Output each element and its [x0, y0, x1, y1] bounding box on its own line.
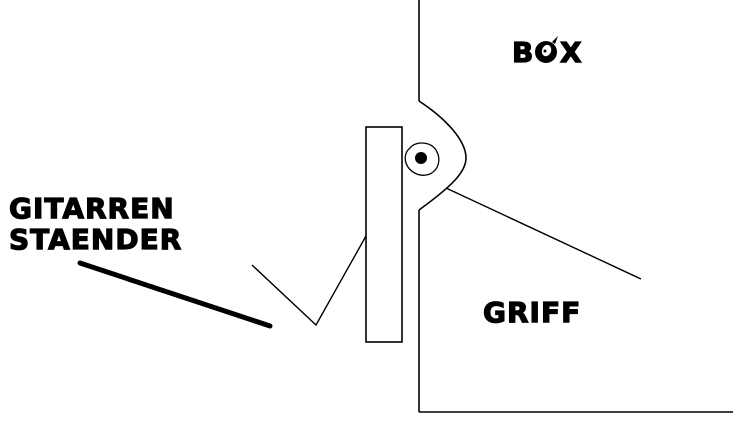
handle-knob — [404, 142, 440, 176]
box-label: B X — [511, 35, 583, 69]
box-label-x: X — [560, 36, 583, 69]
handle-label: GRIFF — [483, 296, 581, 329]
stand-label-line1: GITARREN — [9, 192, 175, 225]
stand-pointer-line — [77, 260, 273, 329]
knob-dot — [415, 152, 427, 164]
box-outline — [418, 0, 733, 413]
stand-board — [365, 126, 403, 343]
skull-flame-icon — [535, 36, 558, 63]
handle-bulge — [418, 100, 467, 211]
handle-pointer-line — [445, 187, 642, 280]
stand-label: GITARREN STAENDER — [8, 191, 182, 256]
box-label-b: B — [512, 36, 534, 69]
stand-label-line2: STAENDER — [9, 223, 182, 256]
stand-legs — [251, 235, 367, 327]
knob-outline — [404, 142, 440, 176]
